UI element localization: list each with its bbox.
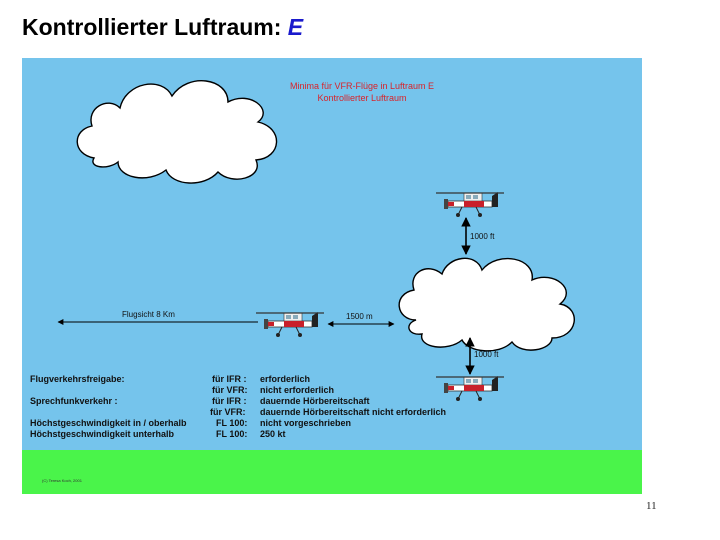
- rule-row: Flugverkehrsfreigabe: für IFR : erforder…: [30, 374, 630, 385]
- diagram-heading-line2: Kontrollierter Luftraum: [317, 93, 407, 103]
- rule-value: dauernde Hörbereitschaft: [260, 396, 370, 406]
- vertical-distance-below-label: 1000 ft: [474, 350, 499, 359]
- rule-row: für VFR: dauernde Hörbereitschaft nicht …: [30, 407, 630, 418]
- copyright-note: (C) Teresa Koch, 2001: [42, 478, 82, 483]
- rule-row: für VFR: nicht erforderlich: [30, 385, 630, 396]
- airplane-icon: [255, 311, 325, 338]
- rule-value: dauernde Hörbereitschaft nicht erforderl…: [260, 407, 447, 417]
- rule-condition: für IFR :: [212, 396, 247, 406]
- page-number: 11: [646, 500, 657, 512]
- rule-label: Sprechfunkverkehr :: [30, 396, 118, 406]
- rule-row: Höchstgeschwindigkeit in / oberhalb FL 1…: [30, 418, 630, 429]
- rule-condition: FL 100:: [216, 429, 248, 439]
- rule-condition: für VFR:: [212, 385, 248, 395]
- airspace-diagram-panel: Minima für VFR-Flüge in Luftraum E Kontr…: [22, 58, 642, 494]
- diagram-heading-line1: Minima für VFR-Flüge in Luftraum E: [289, 81, 435, 91]
- rule-condition: für IFR :: [212, 374, 247, 384]
- rule-row: Sprechfunkverkehr : für IFR : dauernde H…: [30, 396, 630, 407]
- horizontal-distance-label: 1500 m: [346, 312, 373, 321]
- diagram-graphics: [57, 80, 575, 402]
- diagram-heading: Minima für VFR-Flüge in Luftraum E Kontr…: [262, 80, 462, 104]
- rule-row: Höchstgeschwindigkeit unterhalb FL 100: …: [30, 429, 630, 440]
- rule-value: nicht erforderlich: [260, 385, 335, 395]
- airplane-icon: [435, 191, 505, 218]
- cloud-icon: [398, 257, 575, 352]
- title-airspace-class: E: [287, 14, 304, 40]
- rule-label: Flugverkehrsfreigabe:: [30, 374, 125, 384]
- ground-strip: [22, 450, 642, 494]
- rule-value: 250 kt: [260, 429, 286, 439]
- rule-label: Höchstgeschwindigkeit unterhalb: [30, 429, 175, 439]
- cloud-icon: [76, 80, 278, 184]
- slide-title: Kontrollierter Luftraum: E: [22, 14, 303, 41]
- rule-value: erforderlich: [260, 374, 311, 384]
- rule-value: nicht vorgeschrieben: [260, 418, 352, 428]
- rule-label: Höchstgeschwindigkeit in / oberhalb: [30, 418, 187, 428]
- rule-condition: FL 100:: [216, 418, 248, 428]
- rule-condition: für VFR:: [210, 407, 246, 417]
- title-text: Kontrollierter Luftraum:: [22, 14, 282, 40]
- vertical-distance-above-label: 1000 ft: [470, 232, 495, 241]
- visibility-label: Flugsicht 8 Km: [122, 310, 175, 319]
